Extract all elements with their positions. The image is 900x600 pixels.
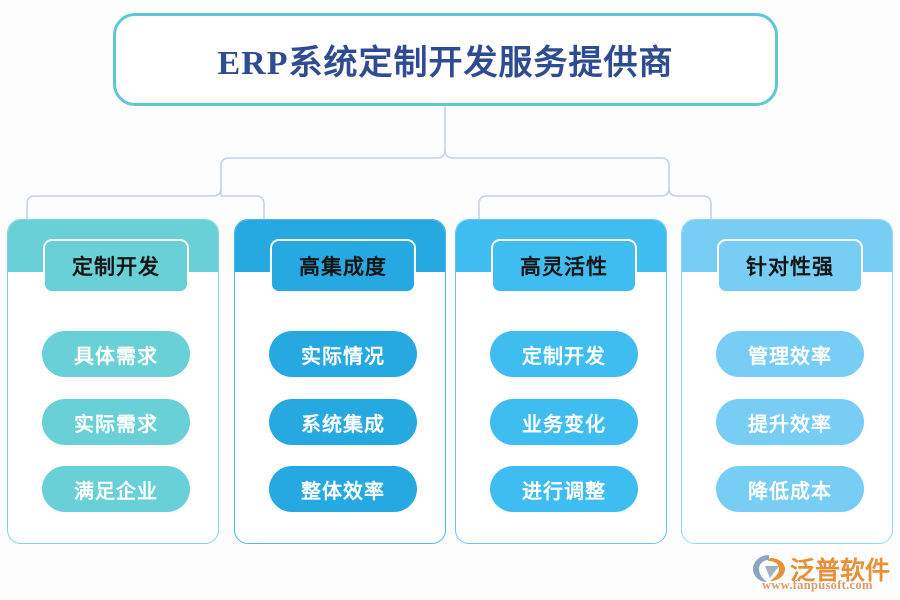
column-header-label-0: 定制开发 [72,255,160,279]
column-header-0[interactable]: 定制开发 [43,239,189,293]
brand-logo: 泛普软件 www.fanpusoft.com [752,551,894,595]
column-item-label-2-0: 定制开发 [522,345,606,368]
column-item-label-1-2: 整体效率 [301,480,385,503]
column-item-label-2-1: 业务变化 [522,413,606,436]
fanpu-logo-icon [753,555,785,582]
column-card-1[interactable]: 高集成度 实际情况 系统集成 整体效率 [234,219,446,544]
column-item-label-3-1: 提升效率 [748,413,832,436]
column-item-0-0[interactable]: 具体需求 [42,331,190,377]
column-header-1[interactable]: 高集成度 [270,239,416,293]
column-item-label-0-1: 实际需求 [74,413,158,436]
column-item-1-0[interactable]: 实际情况 [269,331,417,377]
column-header-label-1: 高集成度 [299,255,387,279]
column-item-label-2-2: 进行调整 [522,480,606,503]
column-item-3-2[interactable]: 降低成本 [716,466,864,512]
column-item-2-1[interactable]: 业务变化 [490,399,638,445]
column-item-label-1-0: 实际情况 [301,345,385,368]
connector-leaf-3 [668,187,712,221]
column-item-2-0[interactable]: 定制开发 [490,331,638,377]
column-item-label-3-2: 降低成本 [748,480,832,503]
logo-brand-name: 泛普软件 [790,558,891,585]
column-item-label-3-0: 管理效率 [748,345,832,368]
connector-leaf-2 [478,187,670,221]
diagram-title: ERP系统定制开发服务提供商 [217,45,674,82]
connector-branch-right [444,149,670,189]
connector-leaf-0 [26,187,222,221]
column-item-1-1[interactable]: 系统集成 [269,399,417,445]
column-item-label-0-2: 满足企业 [74,480,158,503]
column-item-label-1-1: 系统集成 [301,413,385,436]
column-item-3-1[interactable]: 提升效率 [716,399,864,445]
column-item-0-2[interactable]: 满足企业 [42,466,190,512]
column-header-3[interactable]: 针对性强 [717,239,863,293]
connector-leaf-1-helper [163,188,229,220]
column-header-label-2: 高灵活性 [520,255,608,279]
logo-website-url: www.fanpusoft.com [762,578,873,592]
column-item-0-1[interactable]: 实际需求 [42,399,190,445]
column-header-2[interactable]: 高灵活性 [491,239,637,293]
connector-leaf-1 [220,187,265,221]
column-item-1-2[interactable]: 整体效率 [269,466,417,512]
column-item-3-0[interactable]: 管理效率 [716,331,864,377]
connector-branch-left [220,149,446,189]
column-card-3[interactable]: 针对性强 管理效率 提升效率 降低成本 [681,219,893,544]
column-header-label-3: 针对性强 [746,255,834,279]
column-card-2[interactable]: 高灵活性 定制开发 业务变化 进行调整 [455,219,667,544]
column-card-0[interactable]: 定制开发 具体需求 实际需求 满足企业 [7,219,219,544]
column-item-2-2[interactable]: 进行调整 [490,466,638,512]
column-item-label-0-0: 具体需求 [74,345,158,368]
diagram-title-box: ERP系统定制开发服务提供商 [113,13,778,106]
